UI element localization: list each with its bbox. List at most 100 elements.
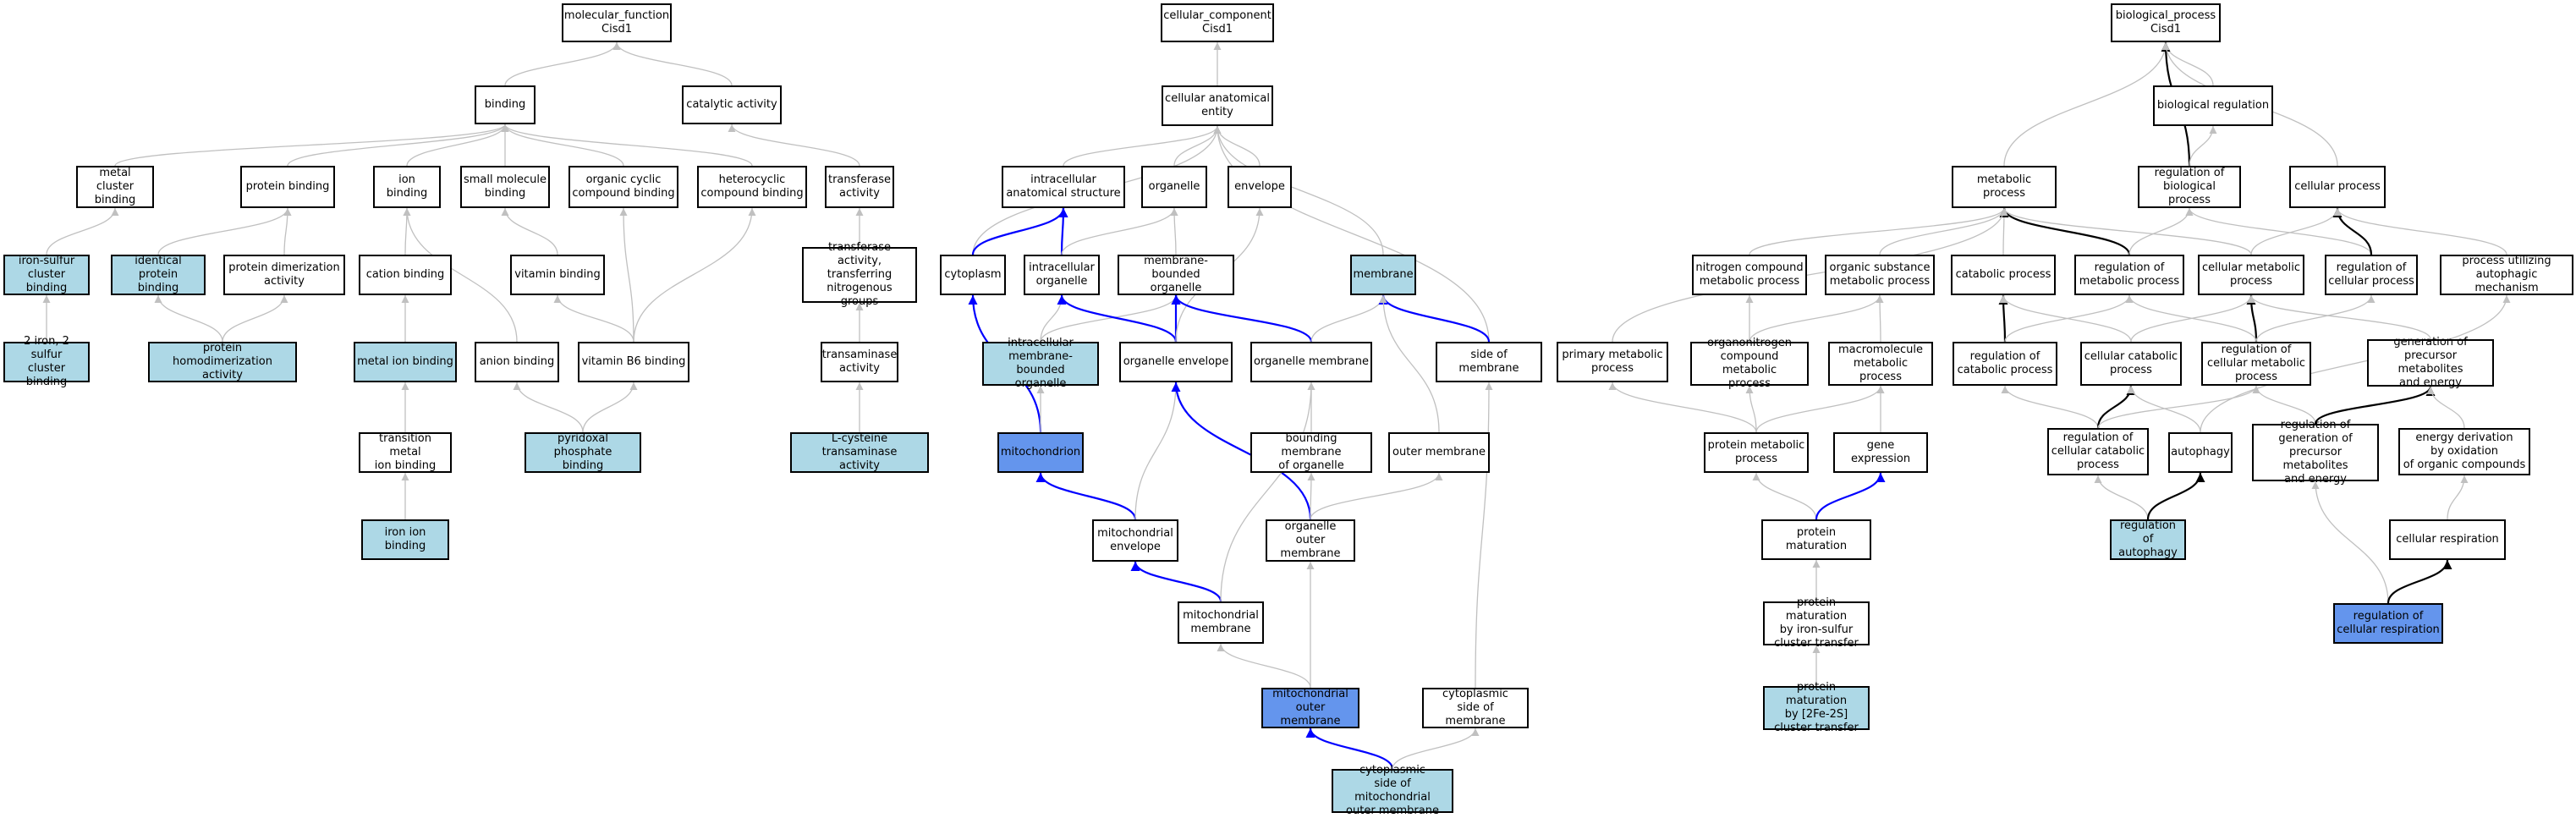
go-node-protein-maturation[interactable]: protein maturation (1761, 519, 1871, 560)
edge-cellular_respiration-to-energy_derivation (2447, 475, 2469, 520)
edge-pyridoxal_binding-to-anion_binding (513, 382, 584, 433)
go-node-regulation-generation-precursor[interactable]: regulation of generation of precursor me… (2252, 419, 2379, 486)
edge-vitamin_binding-to-small_molecule_binding (501, 207, 558, 255)
go-node-heterocyclic-binding[interactable]: heterocyclic compound binding (697, 166, 807, 208)
go-node-side-of-membrane[interactable]: side of membrane (1436, 342, 1542, 382)
edge-anion_binding-to-ion_binding (403, 207, 518, 343)
edge-cyto_side_mito_outer-to-cytoplasmic_side_membrane (1392, 727, 1480, 770)
go-node-cellular-catabolic-process[interactable]: cellular catabolic process (2080, 342, 2182, 386)
edge-regulation_cellular_catabolic-to-regulation_catabolic (2001, 385, 2099, 429)
go-node-regulation-of-autophagy[interactable]: regulation of autophagy (2110, 519, 2186, 560)
go-node-pyridoxal-phosphate-binding[interactable]: pyridoxal phosphate binding (525, 432, 641, 473)
edge-nitrogen_compound_metabolic-to-metabolic_process (1749, 207, 2008, 255)
go-node-2fe2s-binding[interactable]: 2 iron, 2 sulfur cluster binding (3, 335, 90, 388)
go-node-catabolic-process[interactable]: catabolic process (1951, 255, 2056, 295)
go-node-vitamin-binding[interactable]: vitamin binding (510, 255, 605, 295)
go-node-cellular-component-root[interactable]: cellular_component Cisd1 (1161, 3, 1274, 42)
go-node-organelle-outer-membrane[interactable]: organelle outer membrane (1266, 519, 1355, 562)
edge-regulation_catabolic-to-catabolic_process (1998, 294, 2008, 343)
edge-side_of_membrane-to-cellular_anatomical_entity (1213, 125, 1490, 343)
go-node-regulation-cellular-process[interactable]: regulation of cellular process (2325, 255, 2418, 295)
go-node-protein-maturation-iron-sulfur[interactable]: protein maturation by iron-sulfur cluste… (1763, 596, 1870, 650)
go-node-organelle-membrane[interactable]: organelle membrane (1250, 342, 1372, 382)
go-node-cation-binding[interactable]: cation binding (359, 255, 452, 295)
go-node-process-utilizing-autophagic[interactable]: process utilizing autophagic mechanism (2440, 255, 2573, 295)
edge-heterocyclic_binding-to-binding (501, 124, 753, 167)
go-node-transition-metal-binding[interactable]: transition metal ion binding (359, 432, 452, 473)
go-node-regulation-cellular-catabolic[interactable]: regulation of cellular catabolic process (2047, 428, 2149, 475)
go-node-identical-protein-binding[interactable]: identical protein binding (111, 255, 206, 295)
go-node-protein-dimerization[interactable]: protein dimerization activity (223, 255, 345, 295)
go-node-cytoplasmic-side-of-membrane[interactable]: cytoplasmic side of membrane (1422, 688, 1529, 728)
edge-energy_derivation-to-generation_precursor (2426, 386, 2465, 429)
go-node-mitochondrial-membrane[interactable]: mitochondrial membrane (1178, 601, 1264, 644)
go-node-protein-binding[interactable]: protein binding (240, 166, 335, 208)
go-node-mitochondrion[interactable]: mitochondrion (997, 432, 1084, 473)
go-node-membrane[interactable]: membrane (1350, 255, 1416, 295)
go-node-ion-binding[interactable]: ion binding (373, 166, 441, 208)
go-node-nitrogen-compound-metabolic[interactable]: nitrogen compound metabolic process (1692, 255, 1807, 295)
edge-protein_maturation-to-protein_metabolic (1752, 472, 1817, 520)
go-node-intracellular-anatomical-structure[interactable]: intracellular anatomical structure (1002, 166, 1125, 208)
go-node-mitochondrial-outer-membrane[interactable]: mitochondrial outer membrane (1261, 688, 1359, 728)
go-node-energy-derivation[interactable]: energy derivation by oxidation of organi… (2398, 428, 2530, 475)
go-node-organelle[interactable]: organelle (1141, 166, 1207, 208)
go-node-iron-ion-binding[interactable]: iron ion binding (361, 519, 449, 560)
go-node-cysteine-transaminase[interactable]: L-cysteine transaminase activity (790, 432, 929, 473)
go-node-bounding-membrane[interactable]: bounding membrane of organelle (1250, 432, 1372, 473)
go-node-outer-membrane[interactable]: outer membrane (1388, 432, 1490, 473)
go-node-transaminase-activity[interactable]: transaminase activity (821, 342, 898, 382)
go-node-organelle-envelope[interactable]: organelle envelope (1119, 342, 1233, 382)
go-node-protein-homodimerization[interactable]: protein homodimerization activity (148, 342, 297, 382)
go-node-anion-binding[interactable]: anion binding (475, 342, 559, 382)
go-node-catalytic-activity[interactable]: catalytic activity (682, 85, 782, 124)
go-node-biological-process-root[interactable]: biological_process Cisd1 (2111, 3, 2221, 42)
edge-protein_homodimerization-to-protein_dimerization (222, 294, 288, 343)
go-node-cytoplasm[interactable]: cytoplasm (940, 255, 1006, 295)
go-node-membrane-bounded-organelle[interactable]: membrane-bounded organelle (1118, 255, 1234, 295)
edge-primary_metabolic-to-metabolic_process (1612, 207, 2008, 343)
go-node-regulation-metabolic-process[interactable]: regulation of metabolic process (2074, 255, 2184, 295)
edge-regulation_cellular_catabolic-to-regulation_cellular_metabolic (2097, 385, 2260, 429)
go-node-vitamin-b6-binding[interactable]: vitamin B6 binding (578, 342, 689, 382)
go-node-organic-cyclic-binding[interactable]: organic cyclic compound binding (568, 166, 678, 208)
edge-mito_outer_membrane-to-mitochondrial_membrane (1217, 643, 1311, 689)
go-node-metabolic-process[interactable]: metabolic process (1952, 166, 2057, 208)
go-node-primary-metabolic-process[interactable]: primary metabolic process (1557, 342, 1668, 382)
edge-intracellular_mb_organelle-to-intracellular_organelle (1040, 294, 1066, 343)
go-node-intracellular-mb-organelle[interactable]: intracellular membrane-bounded organelle (982, 337, 1099, 390)
go-node-transferase-activity[interactable]: transferase activity (825, 166, 894, 208)
go-node-cellular-process[interactable]: cellular process (2289, 166, 2386, 208)
go-node-cellular-anatomical-entity[interactable]: cellular anatomical entity (1162, 85, 1273, 126)
go-node-iron-sulfur-binding[interactable]: iron-sulfur cluster binding (3, 255, 90, 295)
go-node-cytoplasmic-side-mito-outer-membrane[interactable]: cytoplasmic side of mitochondrial outer … (1332, 764, 1453, 817)
go-node-binding[interactable]: binding (475, 85, 536, 124)
go-node-mitochondrial-envelope[interactable]: mitochondrial envelope (1092, 519, 1178, 562)
go-node-protein-metabolic-process[interactable]: protein metabolic process (1704, 432, 1809, 473)
go-node-generation-precursor-metabolites[interactable]: generation of precursor metabolites and … (2367, 336, 2494, 389)
go-node-small-molecule-binding[interactable]: small molecule binding (460, 166, 550, 208)
go-node-protein-maturation-2fe2s[interactable]: protein maturation by [2Fe-2S] cluster t… (1763, 681, 1870, 734)
go-node-intracellular-organelle[interactable]: intracellular organelle (1024, 255, 1100, 295)
go-node-organic-substance-metabolic[interactable]: organic substance metabolic process (1825, 255, 1935, 295)
go-node-molecular-function-root[interactable]: molecular_function Cisd1 (562, 3, 672, 42)
go-node-regulation-cellular-respiration[interactable]: regulation of cellular respiration (2333, 603, 2443, 644)
go-node-metal-ion-binding[interactable]: metal ion binding (354, 342, 457, 382)
go-node-macromolecule-metabolic[interactable]: macromolecule metabolic process (1828, 342, 1933, 386)
go-node-autophagy[interactable]: autophagy (2168, 432, 2233, 473)
edge-organelle_outer_membrane-to-bounding_membrane (1307, 472, 1315, 520)
go-node-transferase-nitrogenous[interactable]: transferase activity, transferring nitro… (802, 241, 917, 308)
go-node-metal-cluster-binding[interactable]: metal cluster binding (76, 166, 154, 208)
edge-cellular_metabolic_process-to-metabolic_process (2000, 207, 2252, 255)
go-node-organonitrogen-metabolic[interactable]: organonitrogen compound metabolic proces… (1690, 337, 1809, 390)
go-node-regulation-cellular-metabolic[interactable]: regulation of cellular metabolic process (2201, 342, 2311, 386)
go-node-cellular-metabolic-process[interactable]: cellular metabolic process (2198, 255, 2304, 295)
go-node-cellular-respiration[interactable]: cellular respiration (2389, 519, 2506, 560)
go-node-envelope[interactable]: envelope (1228, 166, 1292, 208)
go-node-regulation-catabolic-process[interactable]: regulation of catabolic process (1953, 342, 2057, 386)
go-node-regulation-biological-process[interactable]: regulation of biological process (2138, 166, 2241, 208)
go-node-gene-expression[interactable]: gene expression (1833, 432, 1928, 473)
go-node-biological-regulation[interactable]: biological regulation (2153, 85, 2273, 126)
edge-protein_metabolic-to-primary_metabolic (1608, 382, 1757, 433)
